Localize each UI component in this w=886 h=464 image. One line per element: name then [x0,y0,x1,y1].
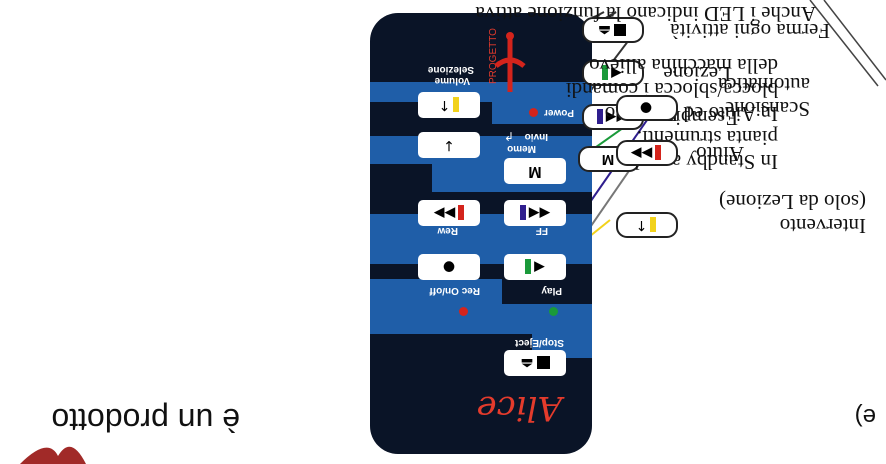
up-arrow-icon: ↑ [635,217,648,233]
rec-button[interactable]: ● [418,254,480,280]
memo-button[interactable]: M [504,158,566,184]
down-button[interactable]: ↓ [418,132,480,158]
memo-label: Memo [507,143,536,154]
rec-led [459,307,468,316]
power-led [529,108,538,117]
play-label: Play [541,285,562,296]
record-icon: ● [442,259,456,275]
logo-swoosh [20,446,86,464]
remote-band [370,214,592,264]
intervento-key: ↑ [616,212,678,238]
play-led [549,307,558,316]
memo-key-letter: M [601,151,615,168]
intervento-line: Intervento [779,214,866,238]
partial-text: e) [854,403,876,430]
intervento-line: (solo da Lezione) [719,190,866,214]
intervento-description: Intervento (solo da Lezione) [686,190,866,238]
prodotto-text: è un prodotto [51,402,240,438]
record-icon: ● [639,100,653,116]
volume-label: Volume [434,75,470,86]
scansione-line: automatica [717,73,810,97]
aiuto-label: Aiuto [696,142,744,166]
enter-arrow-icon: ↱ [503,129,514,143]
invio-label: Invio [524,131,548,142]
remote-brand-logo: Alice [476,388,562,428]
ff-label: FF [535,225,548,236]
rewind-icon: ▶▶ [433,205,456,221]
corner-swoosh [809,0,886,87]
aiuto-key: ▶▶ [616,140,678,166]
rewind-icon: ▶▶ [630,145,653,161]
rew-button[interactable]: ▶▶ [418,200,480,226]
ff-button[interactable]: ◀◀ [504,200,566,226]
fast-forward-icon: ◀◀ [528,205,551,221]
scansione-key: ● [616,95,678,121]
memo-key-letter: M [528,163,542,180]
scansione-description: Scansione automatica [684,73,810,121]
up-arrow-icon: ↑ [438,97,451,113]
down-arrow-icon: ↓ [443,137,455,153]
play-icon: ◀ [534,259,545,275]
stop-eject-button[interactable]: ⏏ [504,350,566,376]
rec-label: Rec On/off [429,285,480,296]
progetto-logo-icon [494,32,526,92]
remote-band [370,279,592,358]
play-button[interactable]: ◀ [504,254,566,280]
up-button[interactable]: ↑ [418,92,480,118]
led-note: Anche i LED indicano la funzione attiva [475,2,816,26]
power-label: Power [543,107,574,118]
remote-control: Alice ⏏ Stop/Eject Play Rec On/off ◀ ● F… [370,13,592,454]
eject-icon: ⏏ [520,355,534,371]
rew-label: Rew [437,225,458,236]
selezione-label: Selezione [427,64,474,75]
scansione-line: Scansione [724,97,810,121]
stop-eject-label: Stop/Eject [515,337,564,348]
